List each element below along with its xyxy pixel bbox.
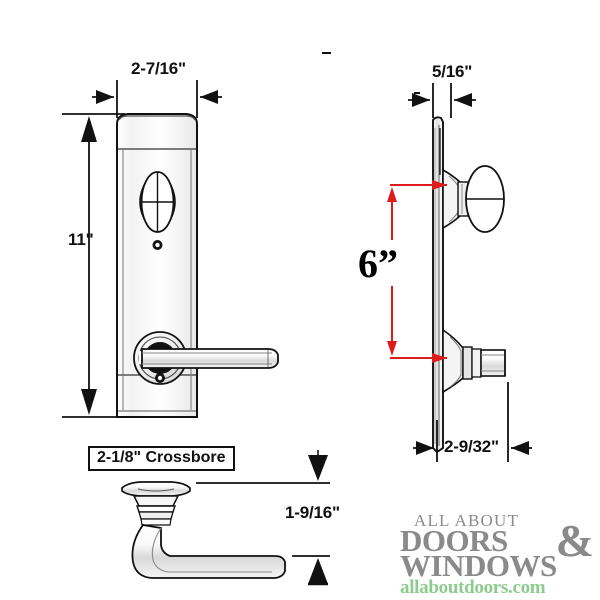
side-view-lever-hub bbox=[442, 328, 506, 394]
dimension-label-plate-width: 2-7/16" bbox=[131, 59, 186, 78]
logo-line-all-about: ALL ABOUT bbox=[414, 511, 520, 530]
dimension-lever-projection bbox=[196, 450, 330, 586]
dimension-plate-height bbox=[62, 113, 125, 418]
dimension-plate-thickness bbox=[408, 83, 476, 118]
stray-tick-marks bbox=[322, 52, 420, 94]
dimension-label-center-to-center: 6” bbox=[358, 241, 398, 286]
upper-screw-hole-front bbox=[152, 240, 163, 250]
logo-ampersand: & bbox=[555, 515, 594, 566]
dimension-plate-width bbox=[92, 80, 222, 118]
lever-handle-front bbox=[141, 348, 279, 369]
dimension-label-plate-thickness: 5/16" bbox=[432, 62, 473, 81]
dimension-label-knob-projection: 2-9/32" bbox=[444, 437, 499, 456]
crossbore-note: 2-1/8" Crossbore bbox=[88, 446, 235, 471]
logo-line-doors: DOORS bbox=[400, 523, 508, 558]
side-view-plate bbox=[432, 116, 444, 454]
dimension-label-lever-projection: 1-9/16" bbox=[285, 503, 340, 522]
dimension-knob-projection bbox=[413, 382, 532, 462]
dimension-label-plate-height: 11" bbox=[68, 230, 94, 249]
lever-side-view bbox=[121, 481, 286, 579]
logo-line-windows: WINDOWS bbox=[400, 548, 557, 583]
thumbturn-front bbox=[139, 171, 176, 233]
logo-website-url: allaboutdoors.com bbox=[400, 577, 546, 598]
brand-logo: ALL ABOUT DOORS & WINDOWS allaboutdoors.… bbox=[400, 512, 596, 597]
dimension-center-to-center bbox=[360, 180, 447, 363]
side-view-thumbturn-knob bbox=[442, 165, 505, 233]
